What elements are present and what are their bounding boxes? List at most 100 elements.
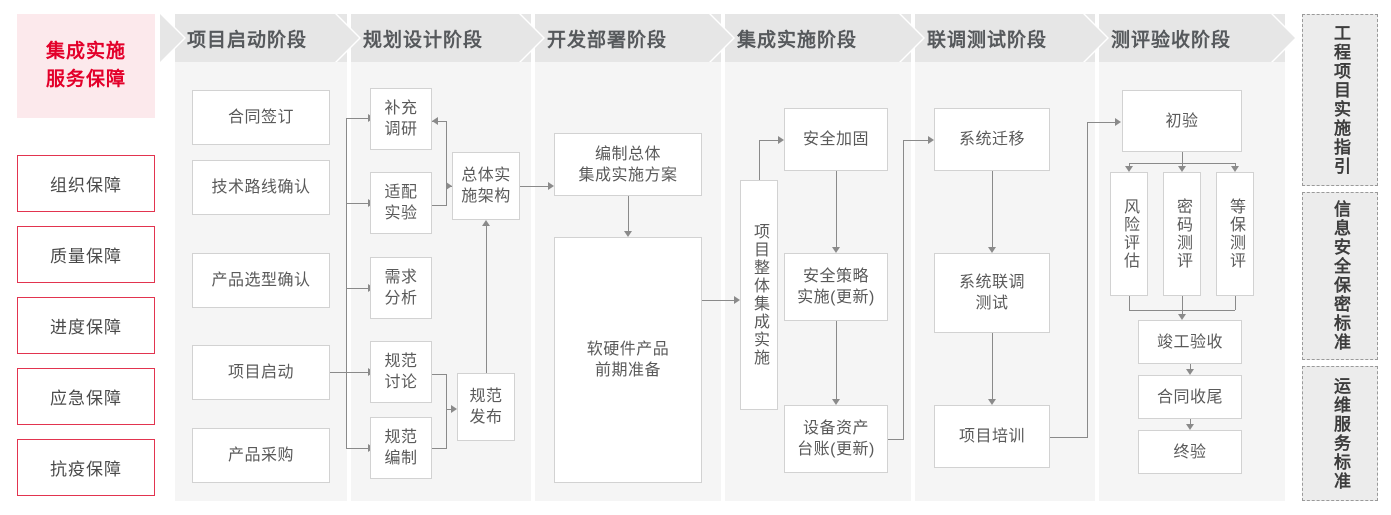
phase-header-testing[interactable]: 联调测试阶段 — [915, 14, 1095, 62]
arrowhead-down-to-preparation — [624, 231, 632, 237]
node-contract-closure[interactable]: 合同收尾 — [1138, 375, 1242, 419]
node-project-kickoff[interactable]: 项目启动 — [192, 345, 330, 400]
connector-to-preliminary-acceptance — [1087, 122, 1115, 123]
arrowhead-to-plan — [548, 182, 554, 190]
node-overall-project-integration[interactable]: 项目整体集成实施 — [740, 180, 778, 410]
connector-release-to-architecture — [486, 226, 487, 374]
arrowhead-down-to-policy — [832, 247, 840, 253]
connector-fanout-left — [1129, 163, 1130, 167]
connector-spine-to-adapt-test — [346, 203, 368, 204]
connector-supp-research-out — [432, 121, 446, 122]
connector-preparation-to-integration — [702, 300, 734, 301]
node-adaptation-test[interactable]: 适配实验 — [370, 172, 432, 234]
arrowhead-to-final-acceptance — [1186, 424, 1194, 430]
connector-merge-vertical-release — [446, 374, 447, 449]
node-hardware-software-preparation[interactable]: 软硬件产品前期准备 — [554, 237, 702, 483]
connector-migration-to-joint-test — [992, 171, 993, 247]
connector-fanin-mid — [1182, 296, 1183, 310]
node-spec-release[interactable]: 规范发布 — [457, 373, 515, 441]
arrowhead-down-to-training — [988, 399, 996, 405]
node-spec-discussion[interactable]: 规范讨论 — [370, 341, 432, 403]
node-final-acceptance[interactable]: 终验 — [1138, 430, 1242, 474]
phase-header-planning[interactable]: 规划设计阶段 — [351, 14, 531, 62]
arrowhead-to-integration — [734, 296, 740, 304]
connector-spine-to-spec-discuss — [346, 372, 368, 373]
guarantee-item-quality[interactable]: 质量保障 — [17, 226, 155, 283]
node-system-joint-test[interactable]: 系统联调测试 — [934, 253, 1050, 333]
phase-header-deploy[interactable]: 开发部署阶段 — [535, 14, 721, 62]
arrowhead-to-contract-closure — [1186, 369, 1194, 375]
standard-engineering-project-guide[interactable]: 工程项目实施指引 — [1302, 14, 1378, 186]
connector-joint-test-to-training — [992, 333, 993, 399]
node-compile-overall-integration-plan[interactable]: 编制总体集成实施方案 — [554, 133, 702, 196]
connector-plan-to-preparation — [628, 196, 629, 231]
connector-training-up — [1087, 122, 1088, 438]
node-cryptography-evaluation[interactable]: 密码测评 — [1163, 172, 1201, 296]
arrowhead-to-spec-release — [451, 405, 457, 413]
phase-header-acceptance-label: 测评验收阶段 — [1111, 29, 1232, 51]
connector-adapt-test-out — [432, 205, 446, 206]
node-overall-implementation-architecture[interactable]: 总体实施架构 — [452, 152, 520, 220]
guarantee-title-line1: 集成实施 — [45, 41, 126, 62]
standard-engineering-project-guide-label: 工程项目实施指引 — [1331, 24, 1350, 176]
arrowhead-back-supp-research — [432, 117, 438, 125]
connector-closure-to-final — [1190, 419, 1191, 424]
node-contract-signing[interactable]: 合同签订 — [192, 90, 330, 145]
phase-header-startup[interactable]: 项目启动阶段 — [175, 14, 347, 62]
node-product-procurement[interactable]: 产品采购 — [192, 428, 330, 483]
node-security-hardening[interactable]: 安全加固 — [784, 108, 888, 171]
connector-spec-discuss-out — [432, 374, 446, 375]
phase-header-acceptance[interactable]: 测评验收阶段 — [1099, 14, 1285, 62]
node-system-migration[interactable]: 系统迁移 — [934, 108, 1050, 171]
connector-fanout-mid — [1182, 163, 1183, 167]
standard-information-security-confidentiality-label: 信息安全保密标准 — [1331, 200, 1350, 352]
arrowhead-to-risk-assessment — [1125, 166, 1133, 172]
node-tech-route-confirm[interactable]: 技术路线确认 — [192, 160, 330, 215]
arrowhead-to-preliminary-acceptance — [1115, 118, 1121, 126]
arrowhead-down-to-ledger — [832, 399, 840, 405]
phase-header-integration-label: 集成实施阶段 — [737, 29, 858, 51]
standard-operation-maintenance-service[interactable]: 运维服务标准 — [1302, 366, 1378, 501]
node-equipment-asset-ledger[interactable]: 设备资产台账(更新) — [784, 405, 888, 473]
connector-hardening-to-policy — [836, 171, 837, 247]
phase-header-integration[interactable]: 集成实施阶段 — [725, 14, 911, 62]
connector-training-right — [1050, 437, 1087, 438]
phase-header-deploy-label: 开发部署阶段 — [547, 29, 668, 51]
arrowhead-to-completion-acceptance — [1178, 314, 1186, 320]
connector-fanout-right — [1235, 163, 1236, 167]
phase-header-planning-label: 规划设计阶段 — [363, 29, 484, 51]
guarantee-item-epidemic[interactable]: 抗疫保障 — [17, 439, 155, 496]
connector-kickoff-to-spine — [330, 372, 346, 373]
connector-fanin-down — [1182, 310, 1183, 315]
guarantee-title-line2: 服务保障 — [45, 69, 126, 90]
node-classified-protection-evaluation[interactable]: 等保测评 — [1216, 172, 1254, 296]
arrowhead-up-to-architecture — [482, 220, 490, 226]
node-completion-acceptance[interactable]: 竣工验收 — [1138, 320, 1242, 364]
standard-information-security-confidentiality[interactable]: 信息安全保密标准 — [1302, 192, 1378, 360]
connector-spine-vertical — [346, 118, 347, 448]
connector-integration-to-hardening — [759, 140, 778, 141]
node-risk-assessment[interactable]: 风险评估 — [1110, 172, 1148, 296]
node-spec-drafting[interactable]: 规范编制 — [370, 417, 432, 479]
node-security-policy-implementation[interactable]: 安全策略实施(更新) — [784, 253, 888, 321]
connector-fanin-right — [1235, 296, 1236, 310]
guarantee-item-organization[interactable]: 组织保障 — [17, 155, 155, 212]
connector-integration-up — [759, 140, 760, 182]
connector-spine-to-spec-draft — [346, 448, 368, 449]
node-product-selection-confirm[interactable]: 产品选型确认 — [192, 253, 330, 308]
connector-fanin-left — [1129, 296, 1130, 310]
arrowhead-to-crypto-evaluation — [1178, 166, 1186, 172]
node-project-training[interactable]: 项目培训 — [934, 405, 1050, 468]
phase-header-testing-label: 联调测试阶段 — [927, 29, 1048, 51]
node-preliminary-acceptance[interactable]: 初验 — [1122, 90, 1242, 152]
node-supplementary-research[interactable]: 补充调研 — [370, 88, 432, 150]
guarantee-item-schedule[interactable]: 进度保障 — [17, 297, 155, 354]
arrowhead-to-system-migration — [928, 136, 934, 144]
connector-preliminary-down — [1182, 152, 1183, 163]
standard-operation-maintenance-service-label: 运维服务标准 — [1331, 376, 1350, 491]
guarantee-item-emergency[interactable]: 应急保障 — [17, 368, 155, 425]
node-requirement-analysis[interactable]: 需求分析 — [370, 257, 432, 319]
connector-completion-to-closure — [1190, 364, 1191, 369]
phase-header-startup-label: 项目启动阶段 — [187, 29, 308, 51]
